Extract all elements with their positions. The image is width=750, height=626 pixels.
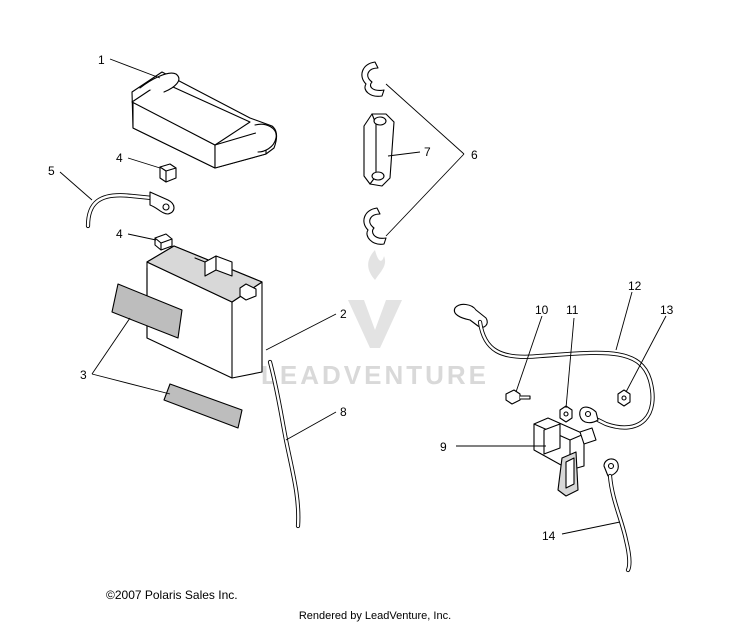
callout-12: 12 [628,279,642,293]
part-1-battery-cover [131,71,278,169]
part-12-cable [453,303,655,430]
part-14-cable [603,458,632,573]
callout-14: 14 [542,529,556,543]
part-4-nut [154,233,173,251]
callout-8: 8 [340,405,347,419]
callout-2: 2 [340,307,347,321]
part-6-clip-lower [363,207,387,245]
callout-7: 7 [424,145,431,159]
callout-4-upper: 4 [116,151,123,165]
part-6-clip-upper [361,61,385,97]
copyright-text: ©2007 Polaris Sales Inc. [106,588,238,602]
callout-11: 11 [566,303,579,317]
watermark: LEADVENTURE [261,250,489,390]
part-7-bracket [363,113,395,187]
callout-10: 10 [535,303,549,317]
watermark-v-icon [348,300,402,348]
part-13-nut [617,389,631,407]
leader-lines [59,58,667,535]
callout-6: 6 [471,148,478,162]
part-3-pads [111,283,243,429]
callout-1: 1 [98,53,105,67]
watermark-brand-text: LEADVENTURE [261,360,489,390]
callout-labels: 1 2 3 4 4 5 6 7 8 9 10 11 12 13 14 [48,53,674,543]
part-5-battery-cable [85,191,175,229]
part-9-solenoid [533,417,597,497]
callout-9: 9 [440,440,447,454]
part-10-screw [505,389,531,405]
part-8-cable [267,359,301,529]
callout-4-lower: 4 [116,227,123,241]
part-11-nut [559,405,573,423]
part-4-bolt [159,163,177,183]
rendered-by-text: Rendered by LeadVenture, Inc. [298,610,452,622]
watermark-flame-icon [368,250,386,280]
callout-5: 5 [48,164,55,178]
part-2-battery [146,245,263,379]
callout-3: 3 [80,368,87,382]
callout-13: 13 [660,303,674,317]
